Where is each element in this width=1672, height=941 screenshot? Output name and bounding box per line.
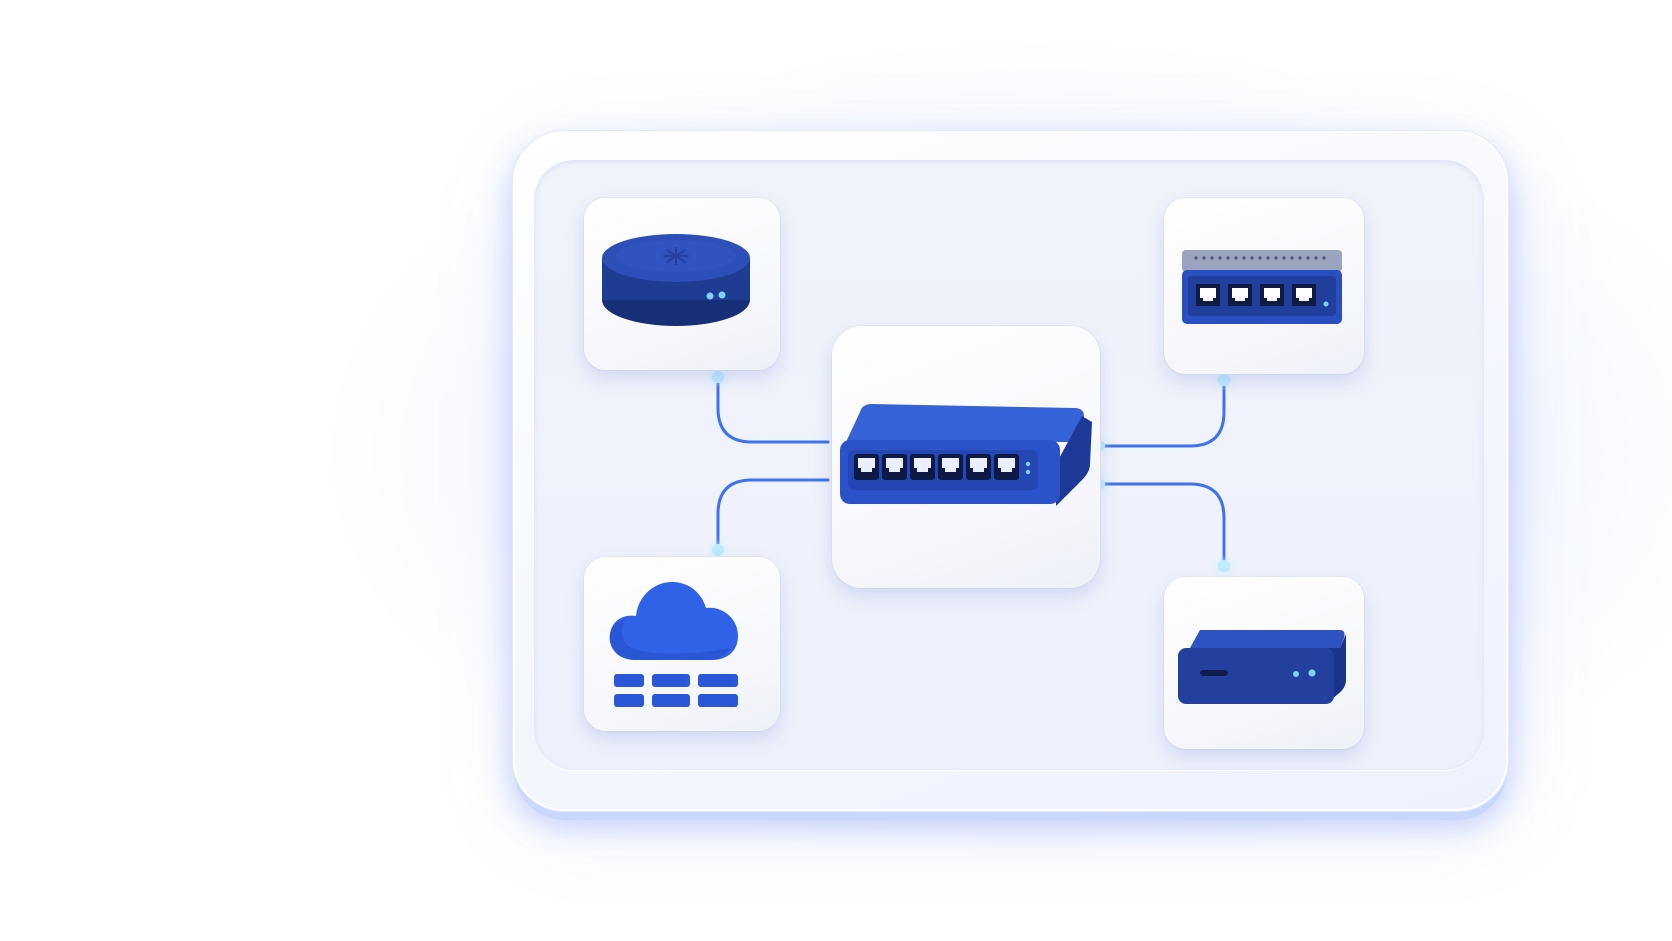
- port-glow-cloud: [712, 544, 724, 556]
- patch-panel-switch-icon: [1180, 246, 1346, 332]
- port-glow-server: [1218, 560, 1230, 572]
- round-router-icon: [598, 228, 754, 338]
- cloud-datacenter-icon: [602, 574, 748, 716]
- link-center-router: [716, 375, 830, 444]
- server-box-icon: [1174, 624, 1350, 720]
- network-switch-icon: [838, 402, 1094, 518]
- port-glow-patch-panel: [1218, 374, 1230, 386]
- port-glow-router: [712, 371, 724, 383]
- link-center-cloud: [716, 478, 830, 552]
- link-center-patch-panel: [1098, 378, 1226, 448]
- link-center-server: [1098, 482, 1226, 568]
